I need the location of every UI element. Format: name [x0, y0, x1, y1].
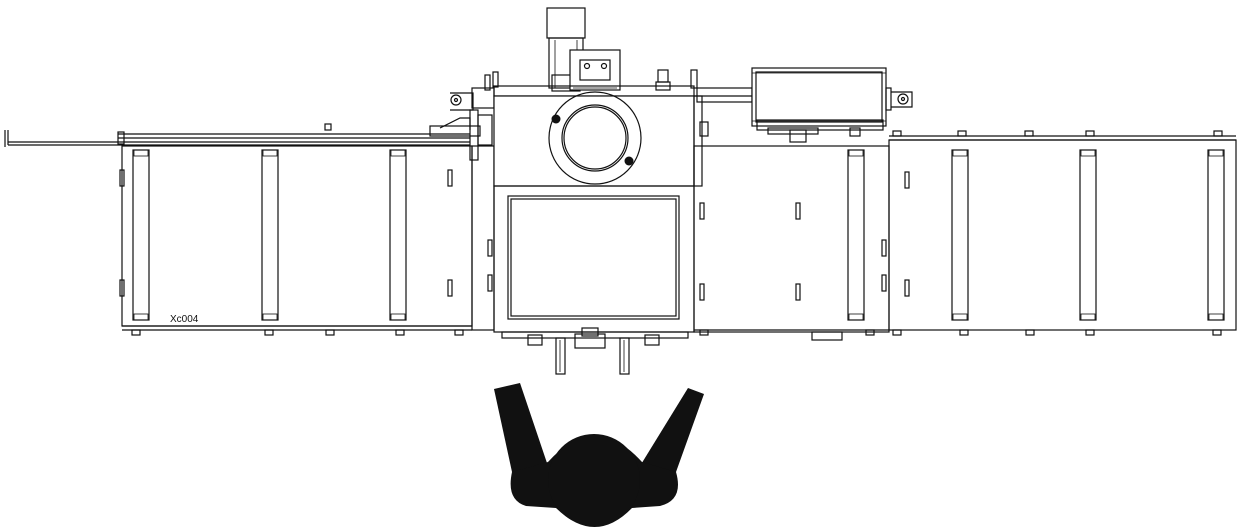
drawing-label: Xc004 [170, 314, 199, 325]
operator-silhouette [494, 383, 704, 527]
right-conveyor-section [888, 130, 1237, 336]
top-drive-unit [546, 7, 621, 92]
left-conveyor-section [119, 145, 473, 336]
central-module [471, 91, 703, 375]
middle-right-section [693, 121, 890, 341]
left-feed-rail [4, 109, 493, 161]
upper-right-box [751, 67, 913, 143]
